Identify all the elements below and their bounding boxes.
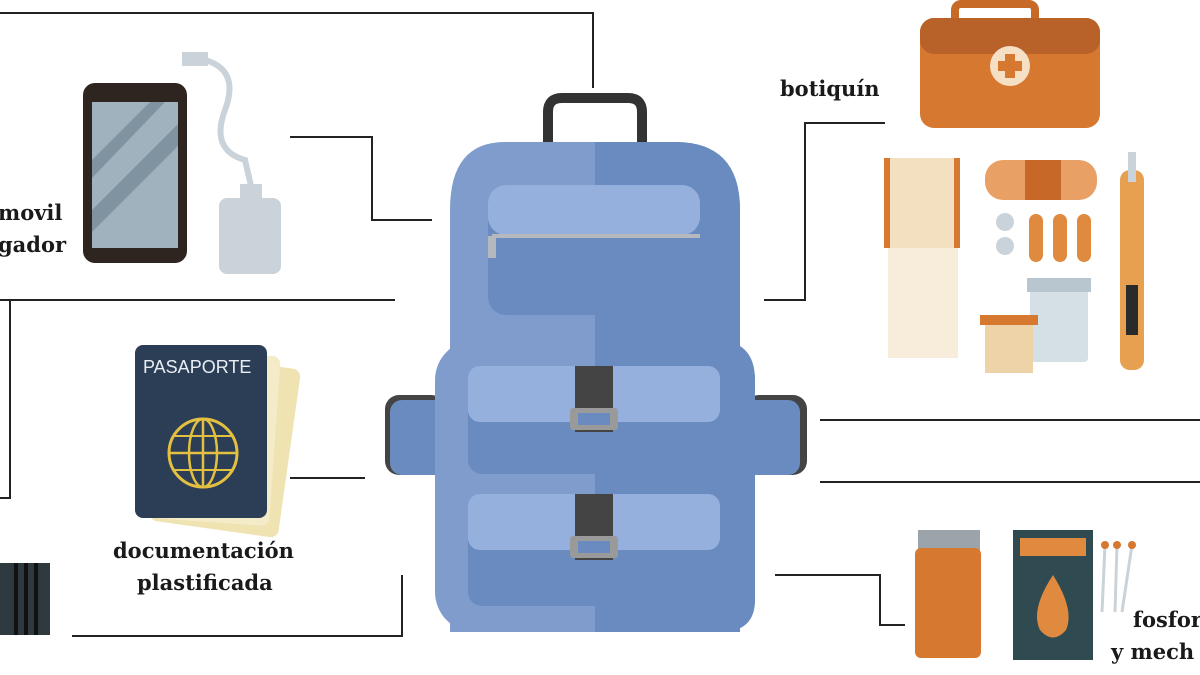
passport-title: PASAPORTE — [143, 357, 252, 377]
first-aid-kit-icon — [920, 0, 1100, 128]
medical-supplies-icon — [884, 152, 1144, 373]
connector-lines — [0, 12, 1200, 637]
charger-icon — [182, 52, 281, 274]
documents-label-line1: documentación — [113, 538, 294, 563]
phone-label-line1: movil — [0, 200, 63, 225]
matches-icon — [1013, 530, 1136, 660]
documents-label-line2: plastificada — [137, 570, 273, 595]
matches-label-line2: y mech — [1111, 639, 1195, 664]
flashlight-icon — [0, 563, 50, 635]
backpack-icon — [385, 93, 807, 632]
first-aid-label: botiquín — [780, 76, 880, 101]
phone-label-line2: gador — [0, 232, 67, 257]
mobile-phone-icon — [83, 83, 187, 263]
passport-icon — [135, 345, 301, 538]
matches-label-line1: fosfor — [1133, 607, 1200, 632]
lighter-icon — [915, 530, 981, 658]
